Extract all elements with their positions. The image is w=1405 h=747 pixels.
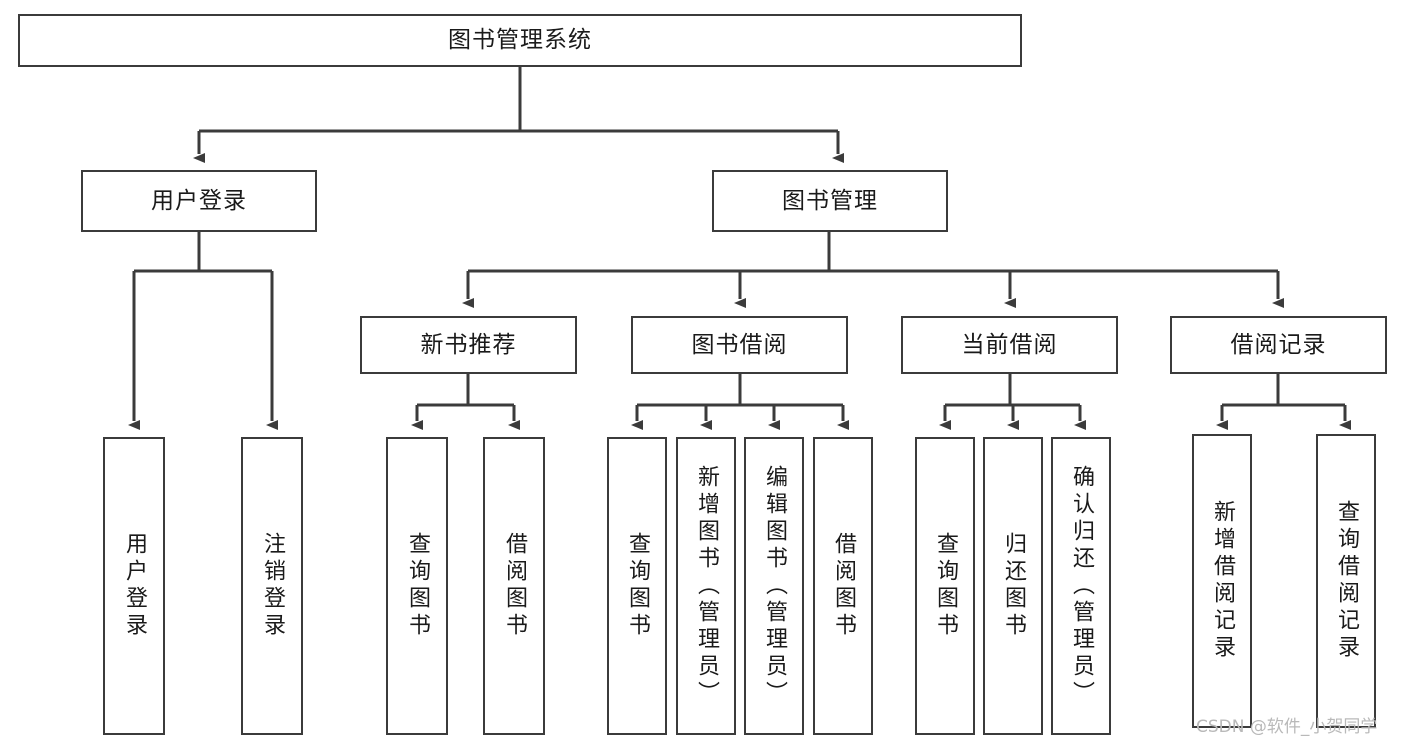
node-book-manage[interactable]: 图书管理 bbox=[712, 170, 948, 232]
node-new-book-recommend[interactable]: 新书推荐 bbox=[360, 316, 577, 374]
node-book-manage-label: 图书管理 bbox=[782, 187, 878, 214]
node-borrow-record-label: 借阅记录 bbox=[1230, 331, 1327, 358]
node-current-borrow[interactable]: 当前借阅 bbox=[901, 316, 1118, 374]
node-leaf-edit-book-label: 编辑图书（管理员） bbox=[762, 464, 787, 708]
node-borrow-record[interactable]: 借阅记录 bbox=[1170, 316, 1387, 374]
node-user-login-label: 用户登录 bbox=[151, 187, 247, 214]
node-leaf-add-record[interactable]: 新增借阅记录 bbox=[1192, 434, 1252, 728]
node-root-label: 图书管理系统 bbox=[448, 27, 592, 53]
node-leaf-query-book-1[interactable]: 查询图书 bbox=[386, 437, 448, 735]
node-book-borrow-label: 图书借阅 bbox=[691, 331, 788, 358]
node-current-borrow-label: 当前借阅 bbox=[961, 331, 1058, 358]
node-root[interactable]: 图书管理系统 bbox=[18, 14, 1022, 67]
node-leaf-query-book-1-label: 查询图书 bbox=[405, 532, 430, 640]
node-leaf-query-book-3-label: 查询图书 bbox=[933, 532, 958, 640]
node-leaf-query-book-2[interactable]: 查询图书 bbox=[607, 437, 667, 735]
node-leaf-confirm-return[interactable]: 确认归还（管理员） bbox=[1051, 437, 1111, 735]
node-leaf-borrow-book-1-label: 借阅图书 bbox=[502, 532, 527, 640]
node-leaf-query-book-2-label: 查询图书 bbox=[625, 532, 650, 640]
node-new-book-recommend-label: 新书推荐 bbox=[420, 331, 517, 358]
node-leaf-user-login[interactable]: 用户登录 bbox=[103, 437, 165, 735]
node-leaf-logout-login-label: 注销登录 bbox=[260, 532, 285, 640]
node-user-login[interactable]: 用户登录 bbox=[81, 170, 317, 232]
node-leaf-add-book[interactable]: 新增图书（管理员） bbox=[676, 437, 736, 735]
node-leaf-query-record[interactable]: 查询借阅记录 bbox=[1316, 434, 1376, 728]
node-leaf-add-book-label: 新增图书（管理员） bbox=[694, 464, 719, 708]
node-leaf-logout-login[interactable]: 注销登录 bbox=[241, 437, 303, 735]
node-leaf-add-record-label: 新增借阅记录 bbox=[1210, 500, 1235, 662]
node-leaf-user-login-label: 用户登录 bbox=[122, 532, 147, 640]
node-leaf-borrow-book-2[interactable]: 借阅图书 bbox=[813, 437, 873, 735]
node-leaf-edit-book[interactable]: 编辑图书（管理员） bbox=[744, 437, 804, 735]
node-leaf-query-record-label: 查询借阅记录 bbox=[1334, 500, 1359, 662]
node-leaf-borrow-book-1[interactable]: 借阅图书 bbox=[483, 437, 545, 735]
node-leaf-borrow-book-2-label: 借阅图书 bbox=[831, 532, 856, 640]
node-book-borrow[interactable]: 图书借阅 bbox=[631, 316, 848, 374]
node-leaf-query-book-3[interactable]: 查询图书 bbox=[915, 437, 975, 735]
node-leaf-return-book[interactable]: 归还图书 bbox=[983, 437, 1043, 735]
node-leaf-return-book-label: 归还图书 bbox=[1001, 532, 1026, 640]
node-leaf-confirm-return-label: 确认归还（管理员） bbox=[1069, 464, 1094, 708]
